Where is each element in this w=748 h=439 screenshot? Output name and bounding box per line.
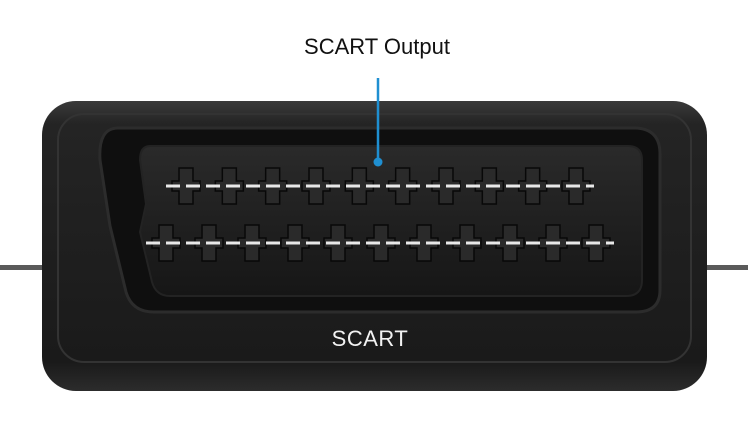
scart-socket-inner (138, 145, 643, 297)
bottom-pin (366, 224, 396, 262)
callout-label: SCART Output (304, 34, 450, 59)
bottom-pin (409, 224, 439, 262)
callout-dot (373, 157, 383, 167)
device-label: SCART (331, 326, 409, 351)
right-edge-strip (690, 265, 748, 270)
top-pin (387, 167, 418, 205)
housing-bevel (57, 113, 692, 363)
left-edge-strip (0, 265, 50, 270)
